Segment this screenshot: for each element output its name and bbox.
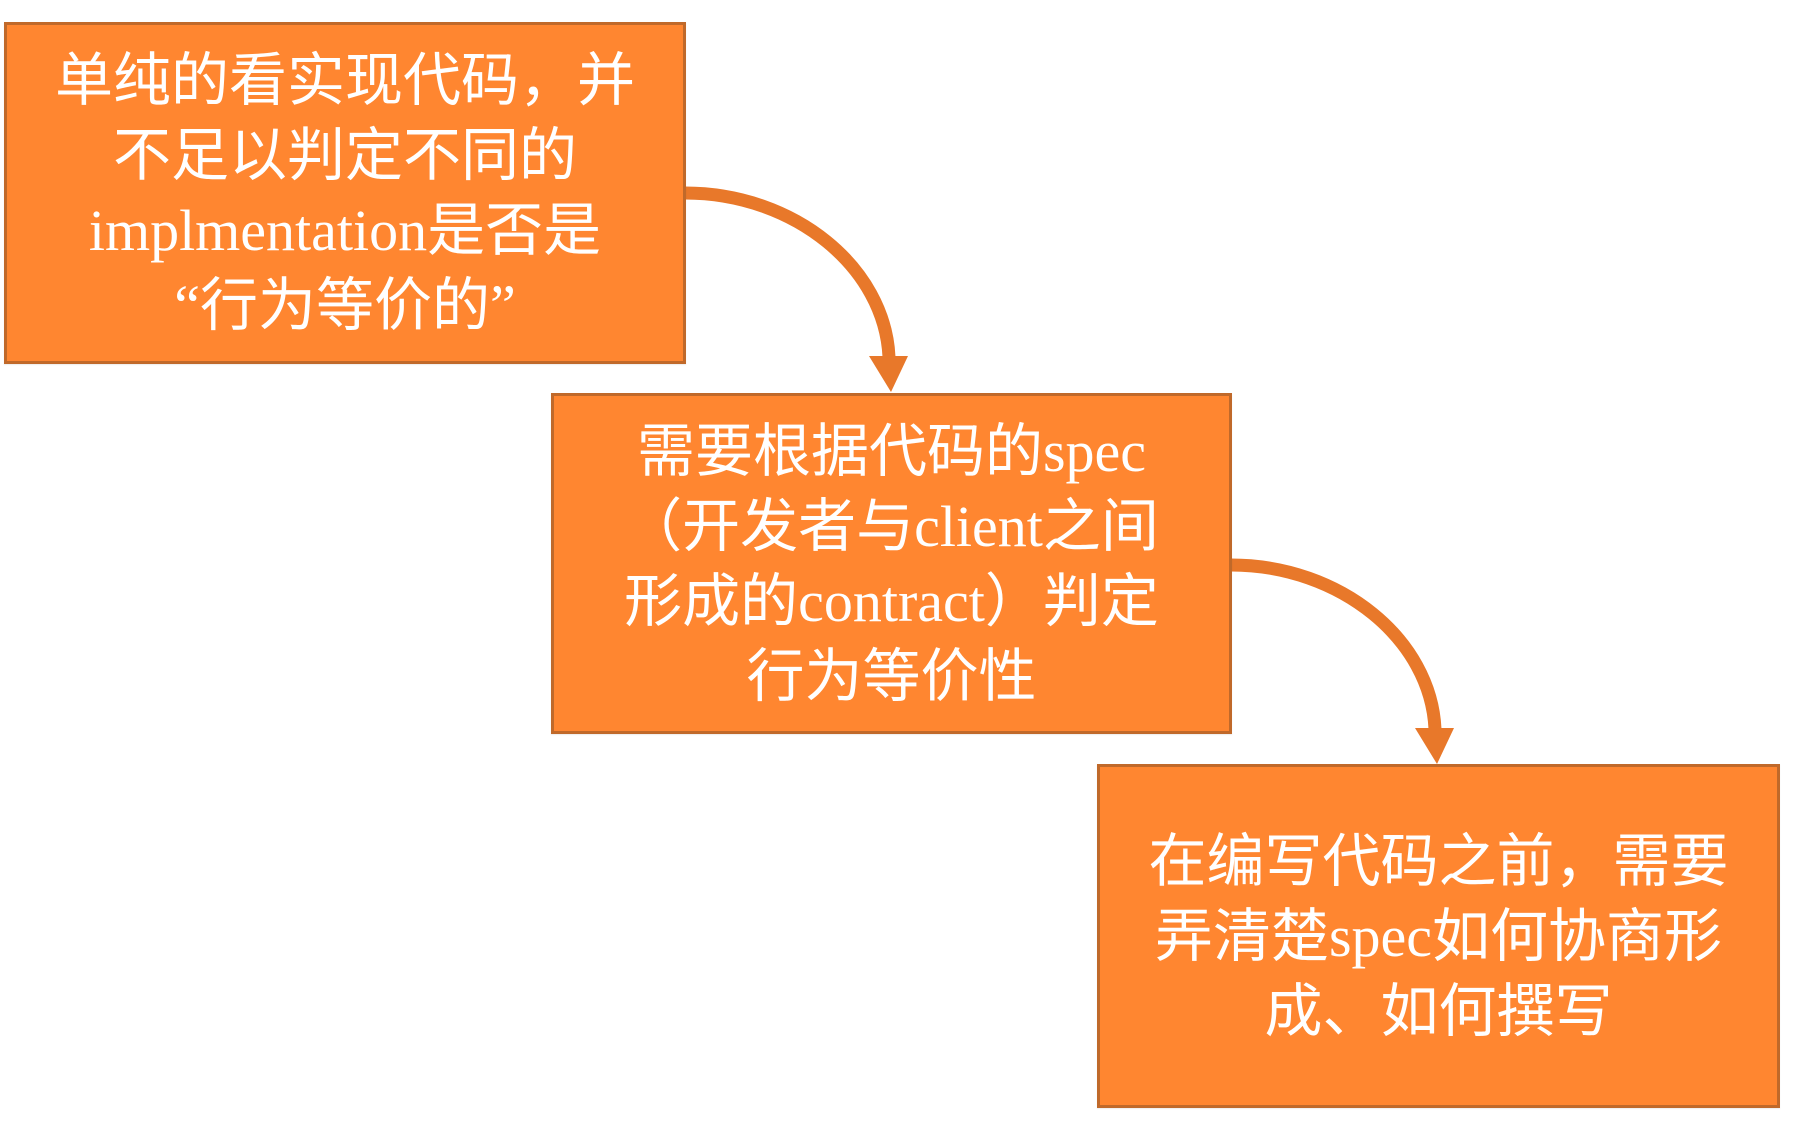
curved-arrow-down-icon bbox=[684, 186, 908, 392]
flow-step-2-line-2: （开发者与client之间 bbox=[624, 493, 1159, 559]
flow-step-2-text: 需要根据代码的spec （开发者与client之间 形成的contract）判定… bbox=[610, 414, 1173, 714]
flow-step-2-line-1: 需要根据代码的spec bbox=[636, 418, 1147, 484]
flow-step-3-line-3: 成、如何撰写 bbox=[1264, 978, 1613, 1044]
flow-step-2-line-3: 形成的contract）判定 bbox=[624, 568, 1159, 634]
flow-step-3-line-1: 在编写代码之前，需要 bbox=[1148, 828, 1729, 894]
flow-step-2-box: 需要根据代码的spec （开发者与client之间 形成的contract）判定… bbox=[551, 393, 1232, 734]
flow-step-1-box: 单纯的看实现代码，并 不足以判定不同的 implmentation是否是 “行为… bbox=[4, 22, 686, 364]
flow-step-3-line-2: 弄清楚spec如何协商形 bbox=[1154, 903, 1723, 969]
flow-step-1-line-3: implmentation是否是 bbox=[88, 198, 602, 263]
flow-step-2-line-4: 行为等价性 bbox=[746, 643, 1037, 709]
flow-step-3-box: 在编写代码之前，需要 弄清楚spec如何协商形 成、如何撰写 bbox=[1097, 764, 1780, 1108]
flow-step-1-line-4: “行为等价的” bbox=[174, 273, 516, 338]
flow-step-1-line-2: 不足以判定不同的 bbox=[112, 123, 577, 188]
flow-step-1-line-1: 单纯的看实现代码，并 bbox=[54, 48, 635, 113]
flow-step-1-text: 单纯的看实现代码，并 不足以判定不同的 implmentation是否是 “行为… bbox=[41, 43, 649, 343]
curved-arrow-down-icon bbox=[1230, 558, 1454, 764]
flow-step-3-text: 在编写代码之前，需要 弄清楚spec如何协商形 成、如何撰写 bbox=[1134, 824, 1742, 1049]
